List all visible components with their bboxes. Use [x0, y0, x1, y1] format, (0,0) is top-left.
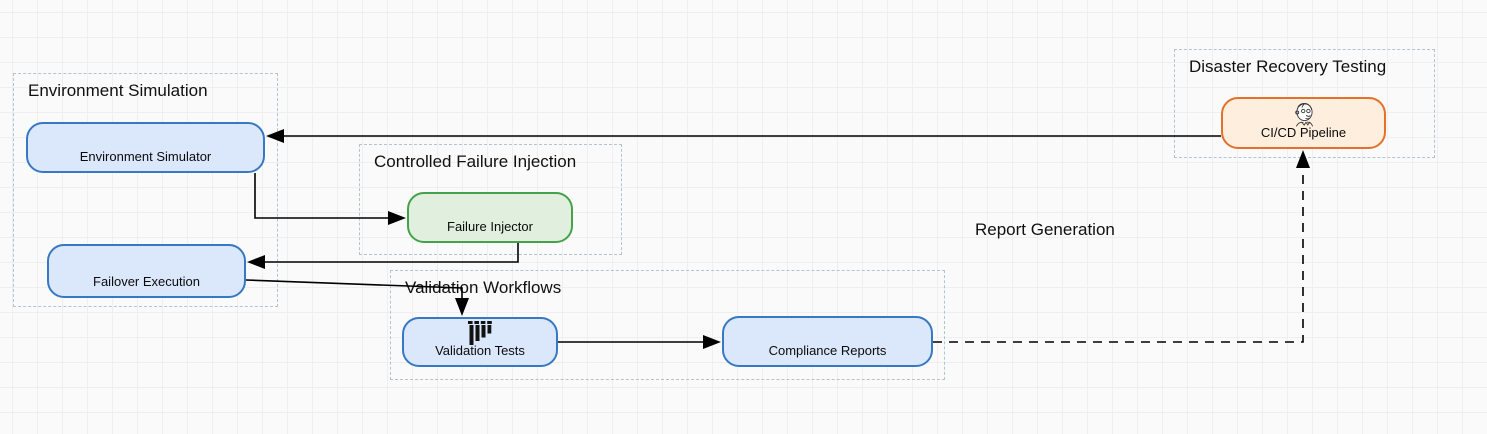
group-title-disaster-recovery-testing: Disaster Recovery Testing	[1189, 57, 1387, 76]
jenkins-butler-icon	[1294, 102, 1313, 127]
node-environment-simulator[interactable]: Environment Simulator	[26, 122, 265, 173]
edge-label-report-generation: Report Generation	[975, 220, 1115, 239]
group-title-controlled-failure-injection: Controlled Failure Injection	[374, 152, 577, 171]
group-title-validation-workflows: Validation Workflows	[405, 278, 562, 297]
node-label-environment-simulator: Environment Simulator	[79, 149, 212, 164]
node-compliance-reports[interactable]: Compliance Reports	[722, 316, 933, 367]
node-label-failure-injector: Failure Injector	[447, 219, 533, 234]
edge-compliance-reports-to-cicd	[933, 150, 1310, 343]
hanging-bars-icon	[468, 321, 492, 345]
node-cicd-pipeline[interactable]: CI/CD Pipeline	[1221, 97, 1386, 149]
node-failure-injector[interactable]: Failure Injector	[407, 192, 573, 243]
node-failover-execution[interactable]: Failover Execution	[47, 244, 246, 298]
node-label-compliance-reports: Compliance Reports	[768, 343, 887, 358]
node-label-validation-tests: Validation Tests	[435, 343, 525, 358]
node-label-failover-execution: Failover Execution	[93, 274, 200, 289]
node-label-cicd-pipeline: CI/CD Pipeline	[1260, 125, 1347, 140]
edge-cicd-to-environment-simulator	[266, 129, 1221, 143]
node-validation-tests[interactable]: Validation Tests	[402, 317, 558, 367]
group-title-environment-simulation: Environment Simulation	[28, 81, 208, 100]
